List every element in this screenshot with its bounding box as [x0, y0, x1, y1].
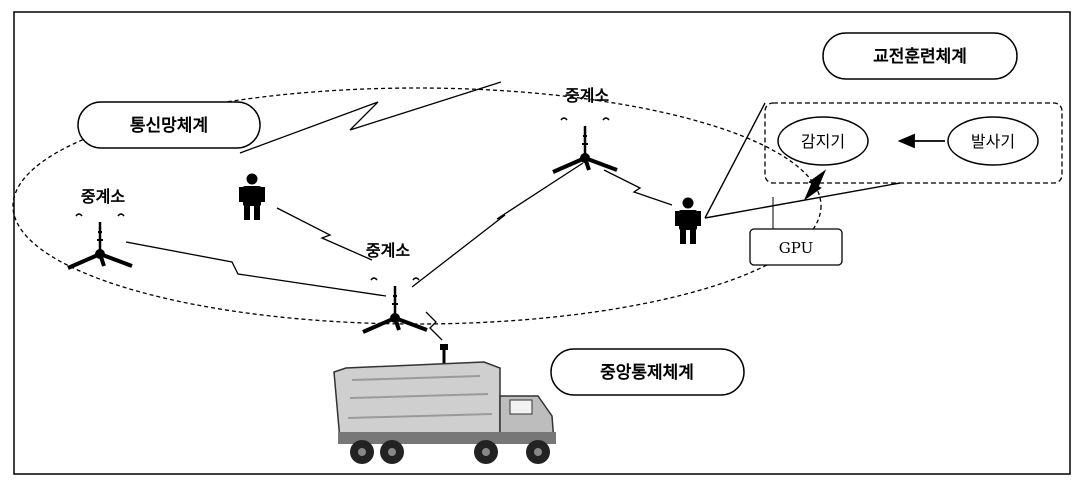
outer-frame: [13, 11, 1071, 475]
communication-system-text: 통신망체계: [130, 116, 208, 136]
link-top-soldier: [603, 169, 673, 206]
gpu-node: GPU: [749, 228, 843, 266]
link-center-truck: [425, 311, 443, 341]
callout-lines: [704, 102, 901, 232]
relay-label-left: 중계소: [81, 187, 125, 206]
engagement-box: [764, 102, 1063, 184]
communication-system-label: 통신망체계: [77, 101, 261, 149]
engagement-training-system-text: 교전훈련체계: [873, 46, 967, 67]
soldier-icon: [239, 173, 265, 220]
device-arrows: [803, 133, 945, 201]
network-ellipse: [12, 87, 822, 325]
relay-label-top: 중계소: [565, 86, 609, 105]
link-left-center: [125, 241, 387, 297]
arrowhead-down: [803, 182, 822, 201]
relay-antenna-icon: [66, 212, 134, 270]
radio-links: [125, 81, 673, 341]
command-truck-icon: [333, 344, 556, 464]
detector-node: 감지기: [777, 116, 869, 166]
relay-label-center: 중계소: [366, 241, 410, 260]
central-control-system-text: 중앙통제체계: [600, 363, 694, 383]
soldier-icon: [675, 197, 701, 244]
link-center-top: [411, 162, 584, 288]
relay-antenna-icon: [551, 116, 619, 174]
callout-line-bottom: [704, 182, 901, 219]
engagement-training-system-label: 교전훈련체계: [822, 32, 1018, 80]
link-soldier-center: [276, 207, 373, 261]
link-sky: [239, 81, 502, 154]
callout-line-top: [704, 102, 766, 219]
detector-text: 감지기: [801, 132, 845, 151]
central-control-system-label: 중앙통제체계: [550, 348, 745, 396]
launcher-node: 발사기: [947, 116, 1039, 166]
gpu-text: GPU: [779, 239, 813, 257]
launcher-text: 발사기: [971, 132, 1015, 151]
arrowhead-left: [897, 133, 915, 149]
